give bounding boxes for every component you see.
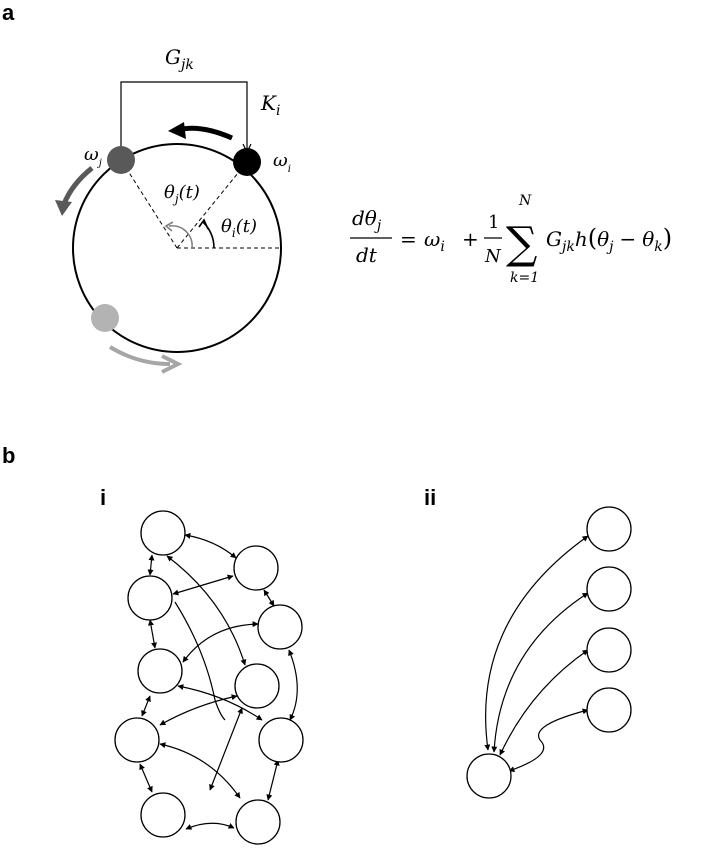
coupling-direction-arrow — [177, 125, 234, 141]
oscillator-j — [107, 146, 135, 174]
edge — [266, 759, 280, 801]
omega-j-label: ωj — [84, 144, 102, 169]
node — [127, 575, 173, 621]
oscillator-j-motion-arrowhead — [55, 200, 72, 216]
node — [586, 566, 632, 612]
oscillator-3-motion-arrowhead — [161, 354, 183, 374]
oscillator-3-motion-arrow — [108, 345, 171, 366]
edge — [209, 707, 243, 791]
node — [233, 545, 279, 591]
eq-sum-lower: k=1 — [510, 270, 539, 286]
network-i-edges — [139, 532, 298, 830]
node — [257, 604, 303, 650]
node — [114, 717, 160, 763]
edge — [147, 619, 158, 649]
theta-j-label: θj(t) — [164, 182, 200, 206]
edge — [184, 532, 237, 559]
oscillator-j-motion-arrow — [61, 166, 94, 205]
coupling-bracket — [120, 81, 248, 160]
angle-arc-i — [202, 221, 215, 249]
edge — [166, 555, 247, 666]
edge — [288, 649, 298, 721]
node — [586, 506, 632, 552]
phase-equation: dθj dt = ωi + 1 N N ∑ k=1 Gjkh(θj−θk) — [350, 193, 672, 286]
oscillator-i — [233, 148, 261, 176]
edge — [182, 621, 259, 663]
coupling-direction-arrowhead — [168, 122, 186, 139]
eq-coupling: Gjkh(θj−θk) — [546, 224, 672, 255]
node — [235, 799, 281, 845]
node — [586, 627, 632, 673]
node — [140, 792, 186, 838]
theta-i-label: θi(t) — [221, 216, 257, 240]
eq-frac-numerator: 1 — [488, 212, 499, 233]
panel-b-i-label: i — [100, 485, 106, 510]
edge — [172, 574, 234, 596]
edge — [141, 695, 151, 717]
omega-i-label: ωi — [273, 150, 291, 175]
edge — [185, 822, 235, 830]
eq-sum-symbol: ∑ — [506, 218, 537, 269]
eq-sum-upper: N — [518, 193, 532, 209]
edge — [508, 708, 589, 773]
oscillator-3 — [91, 304, 119, 332]
node — [137, 648, 183, 694]
node — [258, 717, 304, 763]
node — [586, 687, 632, 733]
radius-i — [176, 161, 248, 249]
node — [234, 663, 280, 709]
panel-b-ii-label: ii — [424, 485, 436, 510]
eq-omega: ωi — [424, 227, 445, 255]
eq-lhs-denominator: dt — [356, 243, 378, 267]
edge — [159, 694, 238, 726]
input-label-K: Ki — [260, 91, 280, 119]
angle-arc-j — [168, 224, 193, 249]
angle-arc-i-head — [198, 218, 209, 230]
radius-j — [120, 159, 178, 249]
eq-frac-denominator: N — [484, 246, 502, 267]
edge — [491, 592, 589, 753]
edge — [174, 601, 226, 721]
network-ii-nodes — [466, 506, 632, 799]
edge — [263, 589, 275, 607]
eq-plus: + — [462, 227, 479, 251]
coupling-label-G: Gjk — [165, 45, 194, 73]
edge — [484, 535, 589, 751]
eq-lhs-numerator: dθj — [352, 206, 382, 234]
phase-circle — [72, 143, 282, 353]
edge — [147, 554, 155, 576]
edge — [139, 763, 153, 793]
panel-b-label: b — [2, 443, 15, 468]
eq-equals: = — [400, 227, 417, 251]
node — [140, 510, 186, 556]
edge — [499, 649, 589, 756]
edge — [159, 742, 241, 799]
angle-arc-j-head — [164, 221, 174, 232]
network-ii-edges — [484, 535, 589, 773]
network-i-nodes — [114, 510, 304, 845]
node — [466, 753, 512, 799]
panel-a-label: a — [2, 0, 15, 25]
